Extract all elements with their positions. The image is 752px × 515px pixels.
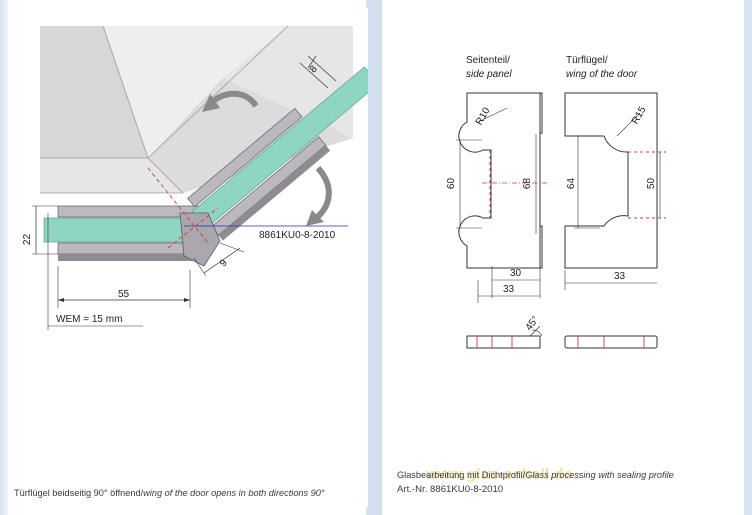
wall-shade-mid	[103, 26, 288, 158]
side-edge-profile	[466, 335, 541, 349]
left-caption-main: Türflügel beidseitig 90° öffnend/	[14, 488, 144, 498]
left-panel-figure: 8 22 55 9 WEM = 15 mm 8861KU0-8-2010	[8, 8, 368, 507]
wing-edge-profile	[564, 335, 658, 349]
clamp-bottom-left	[57, 242, 199, 255]
wing-dim-64: 64	[566, 177, 578, 190]
right-caption-italic: Glass processing with sealing profile	[525, 470, 674, 480]
rotate-arrow-right	[312, 166, 332, 223]
door-wing-outline	[564, 92, 658, 269]
side-panel-outline	[458, 92, 543, 269]
side-dim-33: 33	[503, 284, 515, 295]
dim-label-55: 55	[118, 289, 130, 300]
right-caption-main: Glasbearbeitung mit Dichtprofil/	[397, 470, 526, 480]
clamp-base-diagonal	[218, 145, 331, 241]
left-technical-drawing	[32, 25, 368, 330]
right-caption-line2: Art.-Nr. 8861KU0-8-2010	[397, 484, 504, 495]
wing-title-en: wing of the door	[566, 69, 638, 80]
red-guide-1	[147, 167, 209, 244]
clamp-base-left	[58, 254, 198, 261]
glass-panel-left	[44, 218, 194, 242]
dim-label-22: 22	[22, 233, 34, 246]
clamp-top-diagonal	[187, 107, 303, 208]
wall-shade-left	[40, 26, 148, 158]
watermark: www.glas-schell.de	[426, 466, 573, 483]
side-panel-title-de: Seitenteil/	[466, 55, 510, 66]
wem-label: WEM = 15 mm	[56, 314, 123, 325]
right-caption-line1: Glasbearbeitung mit Dichtprofil/Glass pr…	[397, 470, 674, 480]
side-panel-title-en: side panel	[466, 69, 512, 80]
side-dim-68: 68	[522, 177, 534, 190]
clamp-top-left	[57, 205, 199, 218]
left-caption-italic: wing of the door opens in both direction…	[143, 488, 325, 498]
left-caption: Türflügel beidseitig 90° öffnend/wing of…	[14, 488, 325, 498]
wing-dim-33: 33	[614, 271, 626, 282]
wing-dim-50: 50	[646, 177, 658, 190]
wing-title-de: Türflügel/	[566, 55, 608, 66]
right-technical-drawing	[456, 92, 666, 349]
side-dim-30: 30	[510, 268, 522, 279]
article-label: 8861KU0-8-2010	[259, 230, 336, 241]
red-guide-2	[167, 207, 219, 249]
side-dim-60: 60	[446, 177, 458, 190]
wall-shade-right	[148, 78, 353, 193]
right-panel-figure: Seitenteil/ side panel Türflügel/ wing o…	[382, 8, 744, 507]
